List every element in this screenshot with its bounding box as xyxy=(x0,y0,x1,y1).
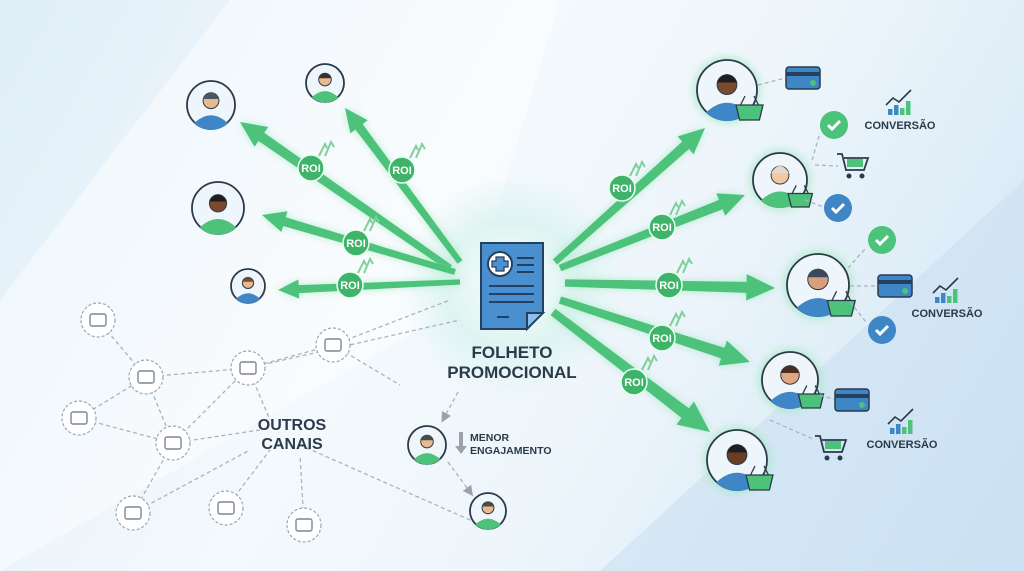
svg-text:ROI: ROI xyxy=(301,163,321,175)
flyer-title: PROMOCIONAL xyxy=(447,363,576,382)
web-icon xyxy=(286,507,322,543)
credit-card-icon xyxy=(834,388,870,412)
flyer-title: FOLHETO xyxy=(472,343,553,362)
svg-text:ROI: ROI xyxy=(392,165,412,177)
low-engagement-label: MENOR xyxy=(470,432,510,444)
svg-text:ROI: ROI xyxy=(340,280,360,292)
shopping-basket-icon xyxy=(797,385,825,409)
customer-avatar xyxy=(305,63,345,103)
customer-avatar xyxy=(186,80,236,130)
svg-text:ROI: ROI xyxy=(659,280,679,292)
roi-badge: ROI xyxy=(648,198,686,241)
low-engagement-arrow xyxy=(441,391,459,423)
growth-arrow xyxy=(239,121,452,271)
roi-badge: ROI xyxy=(336,256,374,299)
svg-text:ROI: ROI xyxy=(612,183,632,195)
email-icon xyxy=(155,425,191,461)
customer-avatar xyxy=(703,426,774,494)
customer-avatar xyxy=(758,348,825,412)
roi-badge: ROI xyxy=(655,256,693,299)
customer-avatar xyxy=(469,492,507,530)
video-icon xyxy=(61,400,97,436)
smartphone-icon xyxy=(115,495,151,531)
conversion-chart-icon xyxy=(932,277,959,303)
shopping-basket-icon xyxy=(745,465,774,491)
down-arrow-icon xyxy=(455,432,467,454)
conversion-label: CONVERSÃO xyxy=(867,438,938,451)
other-channels-label: OUTROS xyxy=(258,417,327,434)
checkmark-icon xyxy=(868,316,896,344)
connector-line xyxy=(757,77,786,86)
checkmark-icon xyxy=(868,226,896,254)
email-icon xyxy=(128,359,164,395)
shopping-basket-icon xyxy=(787,185,814,208)
customer-avatar xyxy=(749,149,814,211)
low-engagement-label: ENGAJAMENTO xyxy=(470,445,551,457)
svg-text:ROI: ROI xyxy=(624,377,644,389)
roi-badge: ROI xyxy=(297,139,335,182)
shopping-cart-icon xyxy=(837,153,870,179)
connector-line xyxy=(769,419,816,441)
megaphone-icon xyxy=(315,327,351,363)
shopping-basket-icon xyxy=(826,290,857,317)
conversion-label: CONVERSÃO xyxy=(865,119,936,132)
connector-line xyxy=(811,132,821,161)
shopping-basket-icon xyxy=(735,95,764,121)
video-chat-icon xyxy=(80,302,116,338)
connector-line xyxy=(814,164,839,167)
roi-badge: ROI xyxy=(388,141,426,184)
customer-avatar xyxy=(230,268,266,304)
growth-arrow xyxy=(277,279,461,299)
conversion-label: CONVERSÃO xyxy=(912,307,983,320)
conversion-chart-icon xyxy=(887,408,914,434)
customer-avatar xyxy=(191,181,245,235)
roi-badge: ROI xyxy=(620,353,658,396)
shopping-cart-icon xyxy=(815,435,848,461)
flyer-document-icon xyxy=(480,242,546,332)
other-channels-label: CANAIS xyxy=(261,436,323,453)
customer-avatar xyxy=(407,425,447,465)
svg-text:ROI: ROI xyxy=(652,333,672,345)
customer-avatar xyxy=(693,56,764,124)
low-engagement-arrow xyxy=(447,461,474,497)
connector-line xyxy=(847,247,867,269)
roi-badge: ROI xyxy=(342,214,380,257)
billboard-icon xyxy=(208,490,244,526)
connector-line xyxy=(804,199,827,209)
connector-line xyxy=(819,394,837,401)
roi-badge: ROI xyxy=(648,309,686,352)
credit-card-icon xyxy=(785,66,821,90)
conversion-chart-icon xyxy=(885,89,912,115)
credit-card-icon xyxy=(877,274,913,298)
svg-text:ROI: ROI xyxy=(652,222,672,234)
roi-badge: ROI xyxy=(608,159,646,202)
growth-arrow xyxy=(345,108,463,264)
chat-icon xyxy=(230,350,266,386)
connector-line xyxy=(849,301,867,323)
customer-avatar xyxy=(783,250,857,320)
bg-shape xyxy=(0,0,560,571)
svg-text:ROI: ROI xyxy=(346,238,366,250)
checkmark-icon xyxy=(820,111,848,139)
checkmark-icon xyxy=(824,194,852,222)
